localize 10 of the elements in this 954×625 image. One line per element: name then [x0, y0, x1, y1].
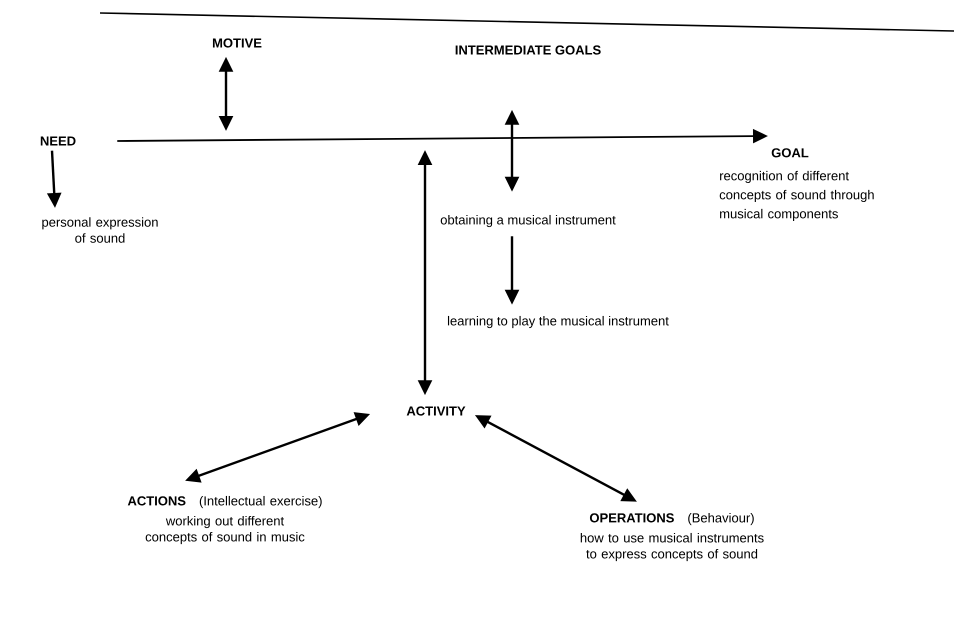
- goal-text: GOAL recognition of different concepts of sound through musical components: [720, 148, 874, 221]
- activity-text: OPERATIONS (Behaviour) how to use musical instruments to express concepts of sound: [580, 512, 764, 562]
- activity-text: ACTIONS (Intellectual exercise) working out different concepts of sound in music: [128, 496, 322, 544]
- heading: MOTIVE: [212, 38, 262, 48]
- heading: INTERMEDIATE GOALS: [456, 45, 601, 55]
- note-text: obtaining a musical instrument: [440, 214, 616, 228]
- note-text: learning to play the musical instrument: [448, 316, 669, 328]
- heading: ACTIVITY: [406, 406, 466, 416]
- heading: NEED: [40, 136, 76, 146]
- note-text: personal expression of sound: [42, 217, 158, 243]
